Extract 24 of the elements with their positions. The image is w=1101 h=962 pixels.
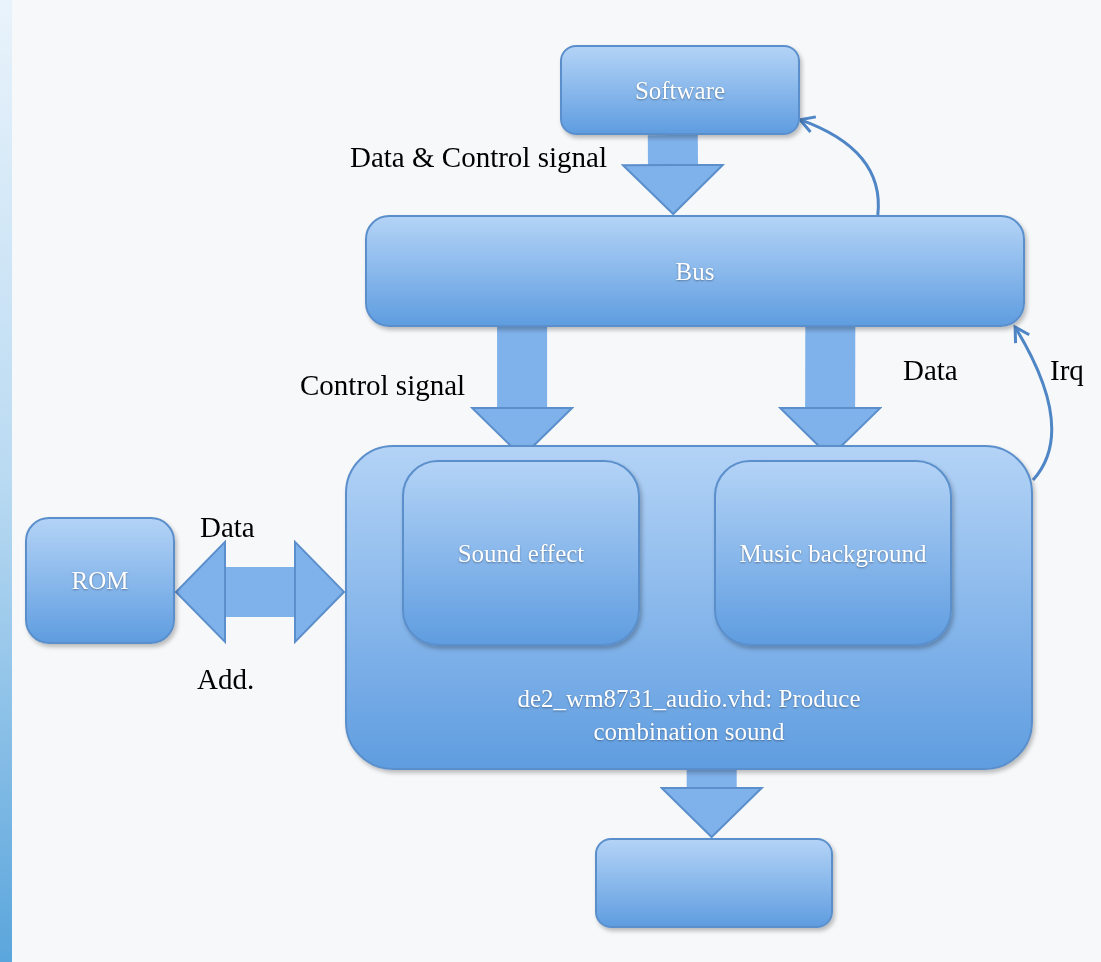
node-label: de2_wm8731_audio.vhd: Produce combination sound (516, 684, 862, 747)
node-label: Music background (739, 538, 927, 569)
edge-label: Control signal (300, 368, 466, 402)
curved-arrow (798, 115, 880, 216)
node-label: Bus (675, 256, 715, 287)
process-box (365, 215, 1025, 327)
edge-label: Irq (1050, 353, 1084, 387)
process-box (345, 445, 1033, 770)
edge-label: Data (903, 353, 958, 387)
node-label: Sound effect (457, 538, 585, 569)
process-box (25, 517, 175, 644)
block-arrow (660, 770, 763, 838)
node-label: Software (634, 75, 726, 106)
process-box (714, 460, 952, 646)
text-label: Add. (197, 662, 255, 696)
process-box (560, 45, 800, 135)
process-box (402, 460, 640, 646)
edge-label: Data (200, 510, 255, 544)
empty-box (595, 838, 833, 928)
edge-label: Data & Control signal (350, 140, 607, 174)
block-arrow (175, 540, 345, 643)
curved-arrow (1013, 325, 1054, 482)
block-arrow (621, 134, 724, 215)
node-label: ROM (71, 566, 129, 596)
